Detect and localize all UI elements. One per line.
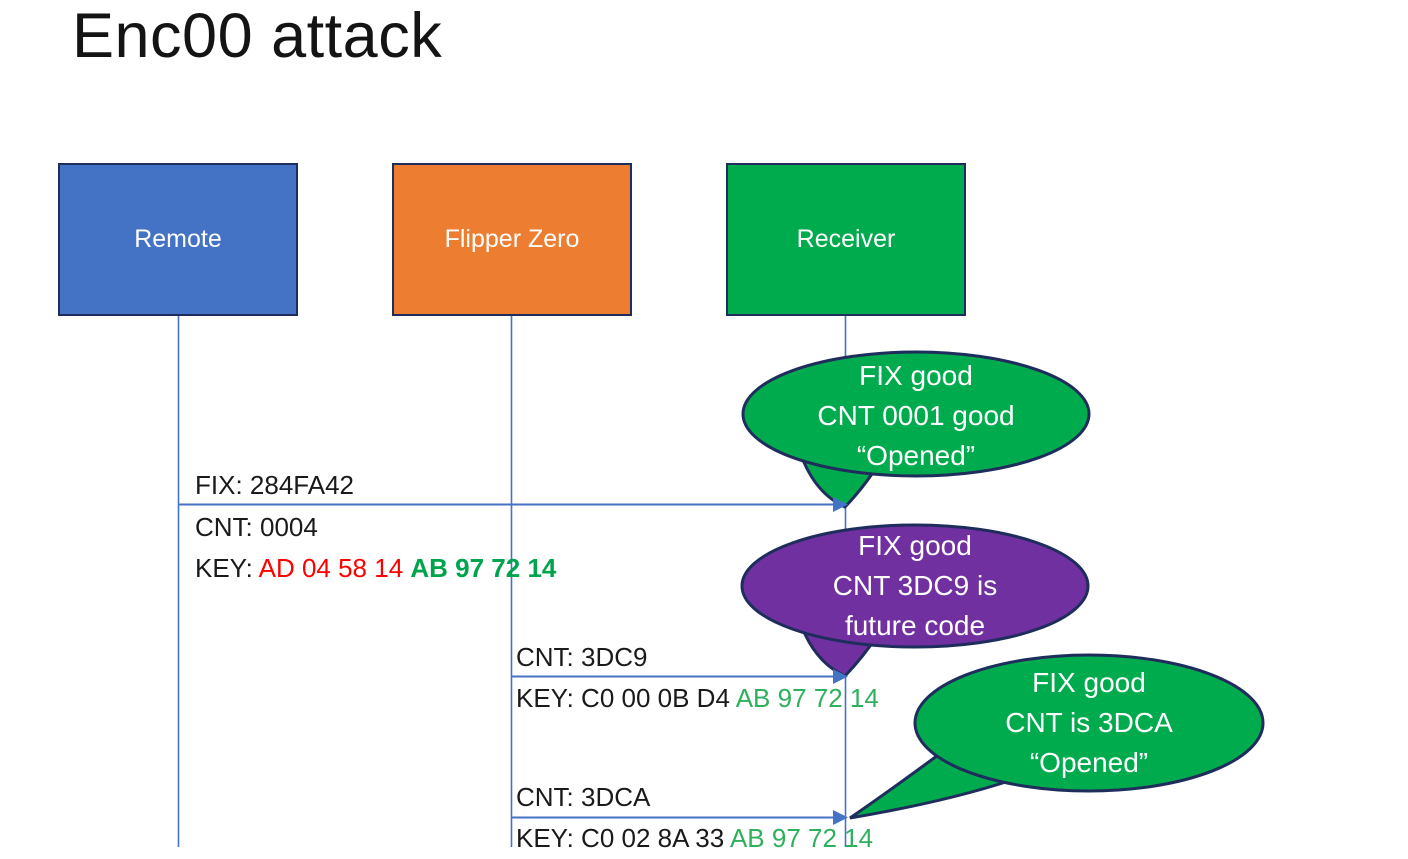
- callout-1-text: FIX good CNT 0001 good “Opened”: [744, 356, 1088, 476]
- callout-1-line-3: “Opened”: [856, 440, 976, 471]
- message-1-key-prefix: KEY:: [195, 553, 259, 583]
- actor-receiver: Receiver: [726, 163, 966, 316]
- message-3-key-label: KEY: C0 02 8A 33 AB 97 72 14: [516, 823, 873, 853]
- callout-3-line-1: FIX good: [1032, 667, 1146, 698]
- callout-2-line-2: CNT 3DC9 is: [832, 570, 998, 601]
- callout-2-text: FIX good CNT 3DC9 is future code: [743, 526, 1087, 646]
- message-2-arrowhead-icon: [833, 669, 848, 684]
- message-2-key-label: KEY: C0 00 0B D4 AB 97 72 14: [516, 683, 879, 713]
- callout-2-line-3: future code: [844, 610, 986, 641]
- callout-2-line-1: FIX good: [858, 530, 972, 561]
- callout-3-line-3: “Opened”: [1029, 747, 1149, 778]
- message-2-key-prefix: KEY: C0 00 0B D4: [516, 683, 736, 713]
- message-1-arrowhead-icon: [833, 497, 848, 512]
- message-1-key-red-bytes: AD 04 58 14: [258, 553, 411, 583]
- slide-title: Enc00 attack: [72, 1, 443, 71]
- message-1-cnt-label: CNT: 0004: [195, 512, 318, 542]
- message-3-key-prefix: KEY: C0 02 8A 33: [516, 823, 730, 853]
- callout-1-line-1: FIX good: [859, 360, 973, 391]
- message-2-key-green-bytes: AB 97 72 14: [735, 683, 879, 713]
- callout-3-text: FIX good CNT is 3DCA “Opened”: [917, 663, 1261, 783]
- message-3-cnt-label: CNT: 3DCA: [516, 782, 651, 812]
- message-3-key-green-bytes: AB 97 72 14: [729, 823, 874, 853]
- message-1-key-green-bytes: AB 97 72 14: [410, 553, 557, 583]
- actor-flipper-zero-label: Flipper Zero: [444, 225, 580, 253]
- actor-flipper-zero: Flipper Zero: [392, 163, 632, 316]
- message-2-cnt-label: CNT: 3DC9: [516, 642, 648, 672]
- actor-remote: Remote: [58, 163, 298, 316]
- callout-1-line-2: CNT 0001 good: [817, 400, 1015, 431]
- message-1-key-label: KEY: AD 04 58 14 AB 97 72 14: [195, 553, 556, 583]
- actor-receiver-label: Receiver: [796, 225, 896, 253]
- actor-remote-label: Remote: [134, 225, 222, 253]
- message-1-fix-label: FIX: 284FA42: [195, 470, 354, 500]
- callout-3-line-2: CNT is 3DCA: [1005, 707, 1173, 738]
